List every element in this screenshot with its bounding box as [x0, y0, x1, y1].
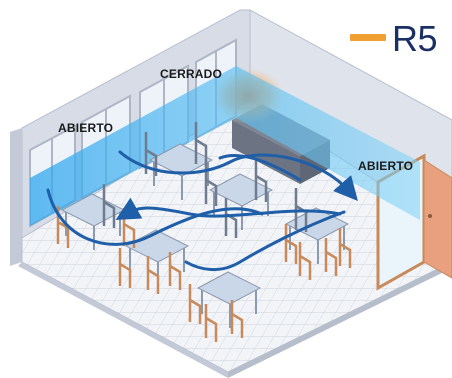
legend: R5	[350, 18, 446, 60]
air-layer	[30, 66, 420, 226]
chair-icon	[102, 122, 308, 238]
table-icon	[196, 271, 262, 328]
legend-swatch	[350, 34, 386, 41]
airflow-arrow-icon	[46, 150, 358, 271]
label-window-left: ABIERTO	[58, 121, 114, 135]
label-door: ABIERTO	[358, 159, 414, 173]
legend-code: R5	[392, 18, 438, 59]
label-window-top: CERRADO	[160, 67, 223, 81]
